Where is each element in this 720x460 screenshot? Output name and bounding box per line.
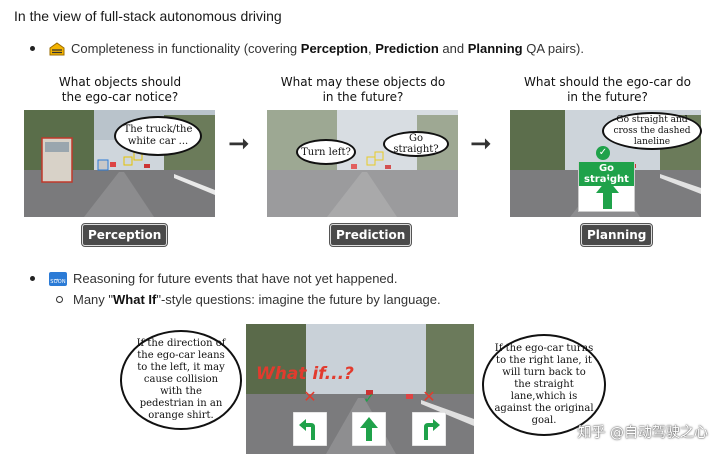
- what-if-right-bubble-text: If the ego-car turns to the right lane, …: [494, 343, 594, 426]
- arrow-right-icon: ➞: [470, 128, 492, 158]
- zhihu-watermark: 知乎 @自动驾驶之心: [577, 425, 708, 441]
- bullet1-prediction: Prediction: [375, 41, 439, 56]
- option-left: ✕: [293, 390, 327, 446]
- bullet1-sep2: and: [438, 41, 468, 56]
- sub-bullet-text-after: "-style questions: imagine the future by…: [156, 292, 441, 307]
- what-if-left-bubble-text: If the direction of the ego-car leans to…: [136, 338, 226, 421]
- prediction-question: What may these objects do in the future?: [280, 75, 446, 104]
- check-icon: ✓: [596, 146, 610, 160]
- what-if-right-bubble: If the ego-car turns to the right lane, …: [482, 334, 606, 436]
- planning-tag: Planning: [579, 223, 654, 247]
- bullet1-perception: Perception: [300, 41, 368, 56]
- page-heading: In the view of full-stack autonomous dri…: [14, 8, 282, 24]
- turn-right-sign-icon: [412, 412, 446, 446]
- bullet2-text: Reasoning for future events that have no…: [73, 271, 398, 286]
- turn-left-sign-icon: [293, 412, 327, 446]
- sub-bullet-what-if-bold: What If: [113, 292, 157, 307]
- sub-bullet-text-before: Many ": [73, 292, 114, 307]
- prediction-bubble-left-text: Turn left?: [301, 146, 351, 158]
- arrow-right-icon: ➞: [228, 128, 250, 158]
- construction-sign-icon: [49, 41, 65, 56]
- prediction-bubble-right-text: Go straight?: [393, 133, 439, 155]
- perception-tag: Perception: [80, 223, 169, 247]
- straight-sign-icon: [352, 412, 386, 446]
- bullet-reasoning: →SOON Reasoning for future events that h…: [30, 271, 398, 286]
- bullet1-text-before: Completeness in functionality (covering: [71, 41, 301, 56]
- perception-bubble-text: The truck/the white car ...: [123, 124, 193, 147]
- arrow-up-icon: [596, 179, 619, 209]
- bullet-completeness: Completeness in functionality (covering …: [30, 41, 584, 56]
- soon-arrow-icon: →SOON: [49, 271, 67, 286]
- perception-bubble: The truck/the white car ...: [114, 116, 202, 156]
- planning-bubble-text: Go straight and cross the dashed lanelin…: [613, 114, 691, 147]
- prediction-scene-image: [267, 110, 458, 217]
- soon-icon-text: SOON: [50, 278, 66, 285]
- cross-icon: ✕: [303, 389, 317, 406]
- bullet1-planning: Planning: [467, 41, 523, 56]
- what-if-left-bubble: If the direction of the ego-car leans to…: [120, 330, 242, 430]
- go-straight-sign: Go straight: [578, 162, 635, 212]
- perception-question: What objects should the ego-car notice?: [58, 75, 182, 104]
- what-if-overlay: What if...?: [256, 364, 354, 384]
- prediction-bubble-left: Turn left?: [296, 139, 356, 165]
- bullet-dot: [30, 276, 35, 281]
- check-icon: ✓: [363, 390, 375, 406]
- prediction-bubble-right: Go straight?: [383, 131, 449, 157]
- bullet-dot: [30, 46, 35, 51]
- sub-bullet-ring: [56, 296, 63, 303]
- cross-icon: ✕: [422, 389, 436, 406]
- prediction-tag: Prediction: [328, 223, 413, 247]
- bullet1-text-after: QA pairs).: [522, 41, 585, 56]
- option-right: ✕: [412, 390, 446, 446]
- bullet1-sep: ,: [367, 41, 376, 56]
- planning-bubble: Go straight and cross the dashed lanelin…: [602, 112, 702, 150]
- option-straight: ✓: [352, 390, 386, 446]
- planning-question: What should the ego-car do in the future…: [524, 75, 691, 104]
- sub-bullet-what-if: Many "What If"-style questions: imagine …: [56, 292, 441, 307]
